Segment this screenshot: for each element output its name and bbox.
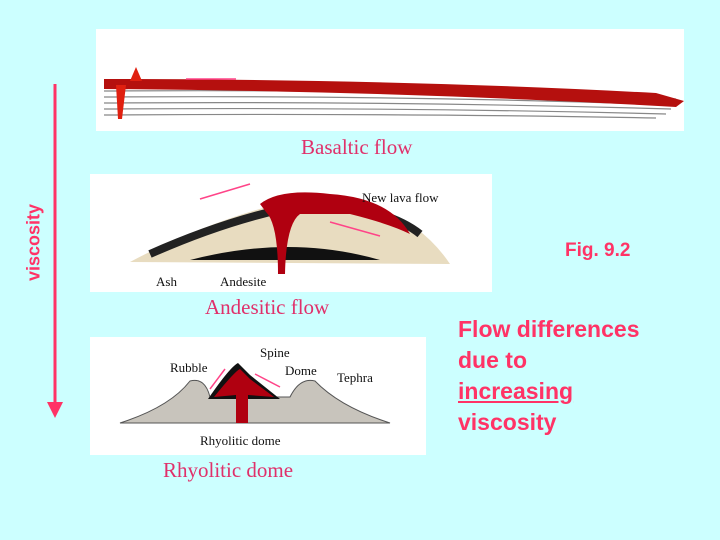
- title-line-3: increasing: [458, 378, 574, 404]
- ash-label: Ash: [156, 274, 177, 289]
- rhyolitic-dome-label: Rhyolitic dome: [200, 433, 281, 448]
- new-lava-flow-label: New lava flow: [362, 190, 439, 205]
- figure-reference: Fig. 9.2: [565, 240, 631, 261]
- dome-label: Dome: [285, 363, 317, 378]
- rubble-label: Rubble: [170, 360, 208, 375]
- basaltic-flow-caption: Basaltic flow: [301, 135, 413, 159]
- tephra-label: Tephra: [337, 370, 373, 385]
- andesite-label: Andesite: [220, 274, 266, 289]
- andesitic-flow-caption: Andesitic flow: [205, 295, 330, 319]
- title-line-2: due to: [458, 347, 527, 373]
- title-line-1: Flow differences: [458, 316, 640, 342]
- rhyolitic-dome-caption: Rhyolitic dome: [163, 458, 294, 482]
- slide-title: Flow differences due to increasing visco…: [458, 314, 639, 438]
- rhyolitic-dome-diagram: Spine Rubble Dome Tephra Rhyolitic dome: [90, 337, 426, 455]
- spine-label: Spine: [260, 345, 290, 360]
- viscosity-label: viscosity: [23, 203, 44, 282]
- basaltic-flow-diagram: [96, 29, 684, 131]
- title-line-4: viscosity: [458, 409, 557, 435]
- viscosity-arrow: [47, 84, 63, 418]
- andesitic-flow-diagram: New lava flow Ash Andesite: [90, 174, 492, 292]
